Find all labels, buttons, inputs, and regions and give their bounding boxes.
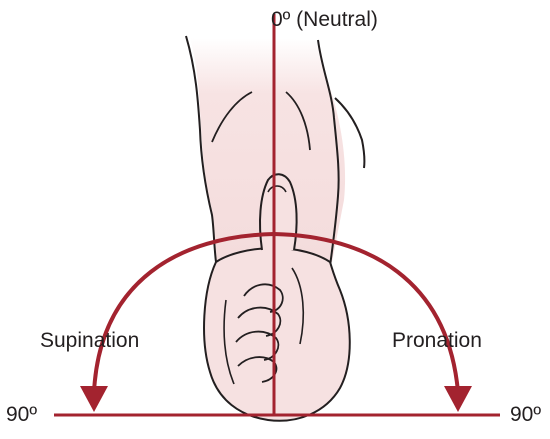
supination-arrowhead [80, 386, 108, 412]
fist-shape [204, 248, 350, 421]
neutral-label: 0º (Neutral) [271, 9, 378, 30]
supination-label: Supination [40, 330, 139, 351]
pronation-label: Pronation [392, 330, 482, 351]
pronation-arrowhead [444, 386, 472, 412]
right-90-degree-label: 90º [510, 404, 541, 425]
left-90-degree-label: 90º [6, 404, 37, 425]
